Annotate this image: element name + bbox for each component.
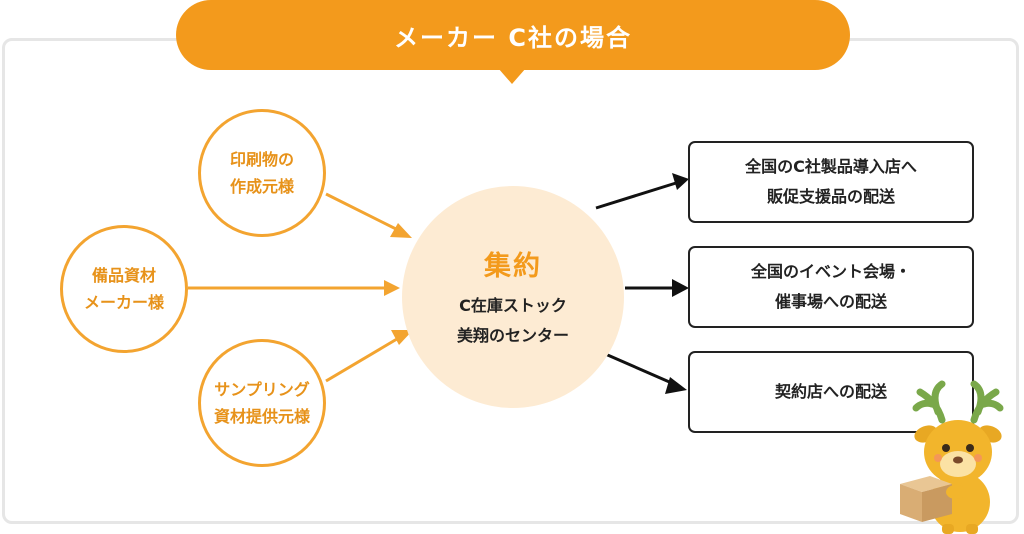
- destination-label-line: 全国のイベント会場・: [750, 262, 911, 281]
- deer-mascot-illustration: [900, 380, 1004, 534]
- source-printed-materials: 印刷物の 作成元様: [198, 109, 326, 237]
- source-equipment-maker: 備品資材 メーカー様: [60, 225, 188, 353]
- destination-label-line: 催事場への配送: [774, 292, 887, 311]
- title-banner: メーカー C社の場合: [176, 0, 850, 70]
- arrow-supplies-to-hub-head: [384, 280, 400, 296]
- arrow-printed-to-hub-head: [390, 223, 412, 238]
- source-label-line: 印刷物の: [229, 150, 294, 169]
- arrow-hub-to-stores-head: [672, 173, 689, 190]
- destination-label-line: 販促支援品の配送: [766, 187, 895, 206]
- destination-nationwide-stores: 全国のC社製品導入店へ 販促支援品の配送: [688, 141, 974, 223]
- banner-pointer: [498, 68, 526, 84]
- source-sampling-provider: サンプリング 資材提供元様: [198, 339, 326, 467]
- source-label-line: サンプリング: [214, 380, 310, 399]
- arrow-hub-to-events-head: [672, 279, 689, 297]
- arrow-hub-to-contract-head: [665, 377, 687, 394]
- hub-center: 集約 C在庫ストック 美翔のセンター: [402, 186, 624, 408]
- destination-label-line: 全国のC社製品導入店へ: [745, 157, 917, 176]
- banner-title: メーカー C社の場合: [394, 23, 632, 52]
- hub-line: 美翔のセンター: [456, 325, 569, 345]
- hub-line: C在庫ストック: [459, 295, 567, 315]
- source-label-line: 資材提供元様: [213, 407, 310, 426]
- destination-label-line: 契約店への配送: [774, 382, 887, 401]
- arrow-hub-to-contract: [602, 351, 675, 386]
- hub-title: 集約: [484, 250, 542, 282]
- arrow-printed-to-hub: [325, 192, 403, 234]
- source-label-line: 作成元様: [229, 177, 294, 196]
- arrow-sampling-to-hub: [325, 334, 403, 383]
- arrow-hub-to-stores: [595, 181, 677, 210]
- source-label-line: 備品資材: [91, 266, 156, 285]
- source-label-line: メーカー様: [83, 293, 164, 312]
- destination-event-venues: 全国のイベント会場・ 催事場への配送: [688, 246, 974, 328]
